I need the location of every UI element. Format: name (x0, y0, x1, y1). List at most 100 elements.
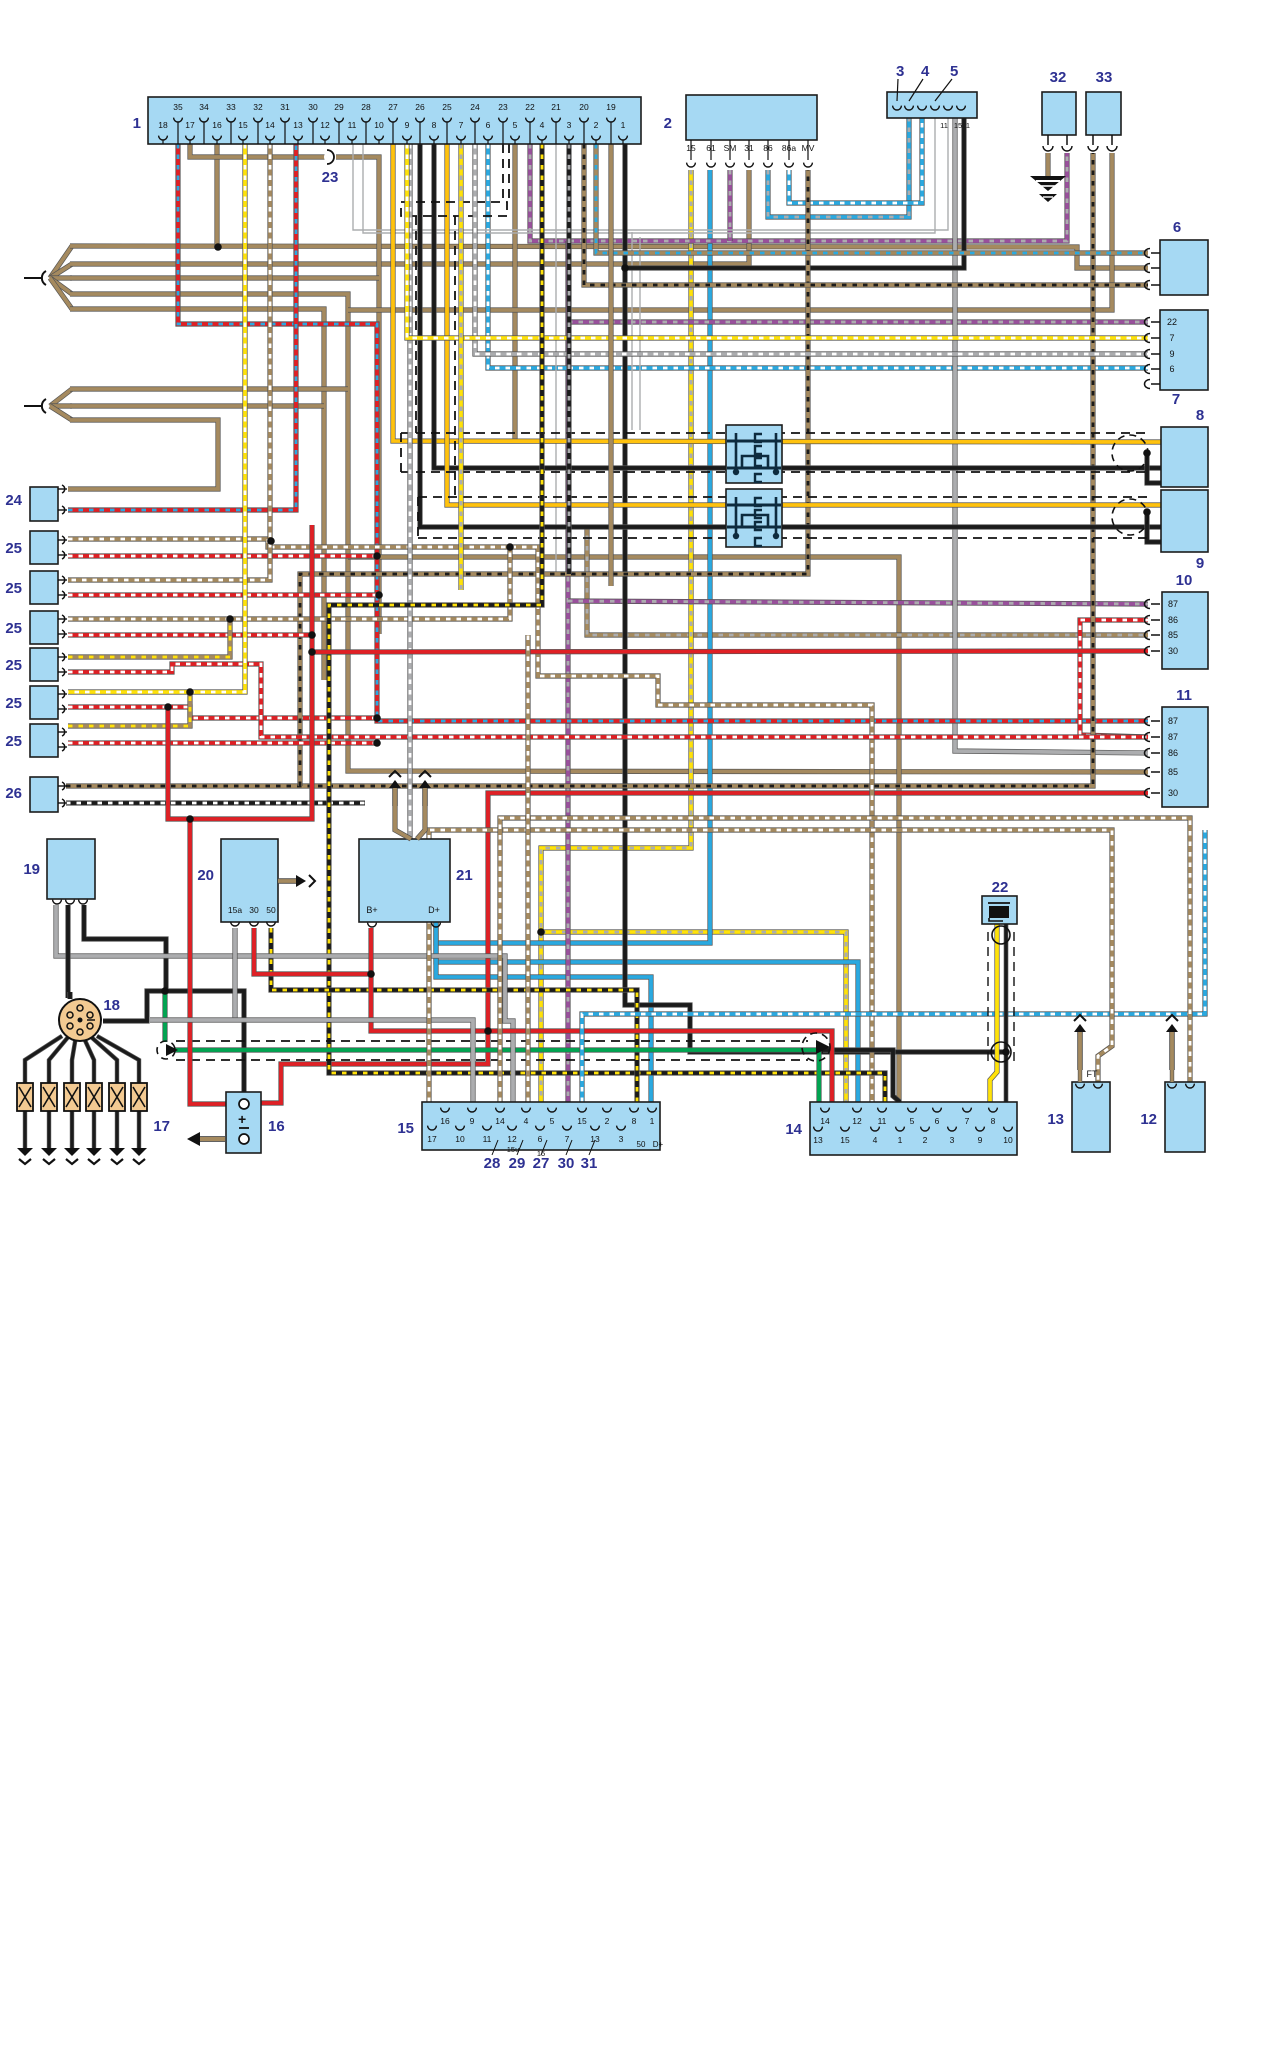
svg-text:30: 30 (308, 102, 318, 112)
svg-text:19: 19 (23, 861, 40, 878)
svg-text:3: 3 (896, 63, 904, 80)
svg-text:B+: B+ (366, 905, 377, 915)
svg-text:8: 8 (632, 1116, 637, 1126)
svg-text:14: 14 (785, 1121, 802, 1138)
svg-text:12: 12 (1140, 1111, 1157, 1128)
svg-text:5: 5 (550, 1116, 555, 1126)
svg-text:8: 8 (432, 120, 437, 130)
svg-text:20: 20 (579, 102, 589, 112)
svg-text:28: 28 (484, 1155, 501, 1172)
svg-text:13: 13 (590, 1134, 600, 1144)
svg-text:18: 18 (103, 997, 120, 1014)
svg-text:16: 16 (268, 1118, 285, 1135)
svg-text:30: 30 (249, 905, 259, 915)
svg-text:87: 87 (1168, 732, 1178, 742)
svg-text:10: 10 (374, 120, 384, 130)
svg-text:25: 25 (5, 695, 22, 712)
svg-text:3: 3 (619, 1134, 624, 1144)
svg-text:9: 9 (405, 120, 410, 130)
svg-text:2: 2 (594, 120, 599, 130)
svg-text:+: + (238, 1111, 246, 1127)
svg-text:8: 8 (991, 1116, 996, 1126)
svg-text:13: 13 (813, 1135, 823, 1145)
svg-text:7: 7 (1172, 391, 1180, 408)
svg-text:11: 11 (1176, 687, 1192, 704)
svg-text:85: 85 (1168, 630, 1178, 640)
svg-text:D+: D+ (428, 905, 440, 915)
svg-text:13: 13 (293, 120, 303, 130)
svg-text:14: 14 (820, 1116, 830, 1126)
svg-text:D+: D+ (653, 1140, 664, 1149)
svg-text:26: 26 (5, 785, 22, 802)
svg-text:25: 25 (5, 540, 22, 557)
svg-text:6: 6 (538, 1134, 543, 1144)
svg-text:31: 31 (581, 1155, 598, 1172)
svg-text:33: 33 (226, 102, 236, 112)
svg-text:17: 17 (427, 1134, 437, 1144)
svg-text:6: 6 (935, 1116, 940, 1126)
svg-text:6: 6 (1173, 219, 1181, 236)
svg-text:7: 7 (459, 120, 464, 130)
svg-text:15: 15 (954, 121, 962, 130)
svg-text:22: 22 (1167, 317, 1177, 327)
svg-text:15: 15 (840, 1135, 850, 1145)
svg-text:4: 4 (921, 63, 930, 80)
svg-text:25: 25 (5, 620, 22, 637)
svg-text:1: 1 (133, 115, 141, 132)
svg-text:3: 3 (950, 1135, 955, 1145)
svg-text:23: 23 (498, 102, 508, 112)
svg-text:19: 19 (606, 102, 616, 112)
svg-text:6: 6 (1169, 364, 1174, 374)
svg-text:14: 14 (265, 120, 275, 130)
svg-text:34: 34 (199, 102, 209, 112)
svg-text:23: 23 (322, 169, 339, 186)
svg-text:29: 29 (334, 102, 344, 112)
svg-text:15: 15 (537, 1149, 545, 1158)
svg-text:6: 6 (486, 120, 491, 130)
svg-text:4: 4 (873, 1135, 878, 1145)
svg-text:30: 30 (1168, 788, 1178, 798)
svg-text:87: 87 (1168, 716, 1178, 726)
svg-text:27: 27 (533, 1155, 550, 1172)
svg-text:15: 15 (577, 1116, 587, 1126)
svg-text:24: 24 (5, 492, 22, 509)
svg-text:86: 86 (1168, 748, 1178, 758)
svg-text:31: 31 (280, 102, 290, 112)
svg-text:12: 12 (320, 120, 330, 130)
svg-text:27: 27 (388, 102, 398, 112)
svg-text:4: 4 (524, 1116, 529, 1126)
svg-text:25: 25 (5, 580, 22, 597)
svg-text:15u: 15u (507, 1145, 520, 1154)
svg-text:9: 9 (1169, 349, 1174, 359)
svg-text:29: 29 (509, 1155, 526, 1172)
svg-text:1: 1 (898, 1135, 903, 1145)
svg-text:22: 22 (525, 102, 535, 112)
svg-text:3: 3 (567, 120, 572, 130)
svg-text:7: 7 (965, 1116, 970, 1126)
svg-text:1: 1 (966, 121, 970, 130)
svg-text:16: 16 (440, 1116, 450, 1126)
svg-text:11: 11 (483, 1134, 492, 1144)
svg-text:11: 11 (878, 1116, 887, 1126)
svg-text:8: 8 (1196, 407, 1204, 424)
svg-text:11: 11 (940, 121, 948, 130)
svg-text:5: 5 (910, 1116, 915, 1126)
svg-text:4: 4 (540, 120, 545, 130)
svg-text:17: 17 (185, 120, 195, 130)
svg-text:2: 2 (664, 115, 672, 132)
svg-text:2: 2 (923, 1135, 928, 1145)
svg-text:26: 26 (415, 102, 425, 112)
svg-text:7: 7 (1169, 333, 1174, 343)
svg-text:9: 9 (978, 1135, 983, 1145)
svg-text:28: 28 (361, 102, 371, 112)
svg-text:9: 9 (1196, 555, 1204, 572)
svg-text:FT: FT (1087, 1069, 1098, 1079)
svg-text:18: 18 (158, 120, 168, 130)
svg-text:14: 14 (495, 1116, 505, 1126)
svg-text:13: 13 (1047, 1111, 1064, 1128)
svg-text:15: 15 (397, 1120, 414, 1137)
svg-text:22: 22 (992, 879, 1009, 896)
svg-text:33: 33 (1096, 69, 1113, 86)
svg-text:30: 30 (558, 1155, 575, 1172)
svg-text:21: 21 (456, 867, 473, 884)
